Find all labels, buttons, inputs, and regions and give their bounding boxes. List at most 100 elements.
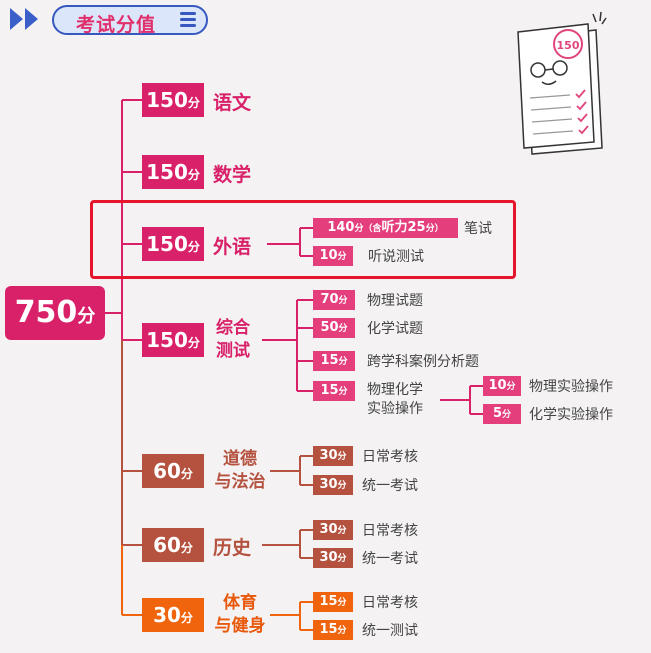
sub-label-written: 笔试: [464, 221, 492, 237]
sub-score-value: 10: [488, 378, 507, 393]
score-value: 150: [146, 160, 188, 184]
note-close: ）: [434, 224, 444, 234]
score-box-math: 150分: [142, 155, 204, 189]
chevron-right-icon: [10, 8, 23, 30]
total-score-box: 750分: [5, 286, 105, 340]
sub-label-daily-assessment: 日常考核: [362, 595, 418, 611]
sub-label-line2: 实验操作: [367, 401, 423, 417]
score-box-chinese: 150分: [142, 83, 204, 117]
score-unit: 分: [187, 168, 200, 182]
subject-name-line1: 综合: [216, 318, 250, 338]
sub-score-listening-speaking: 10分: [313, 246, 353, 266]
score-unit: 分: [180, 467, 193, 481]
sub-score-value: 30: [319, 448, 338, 463]
score-value: 150: [146, 232, 188, 256]
sub-label-listening-speaking: 听说测试: [368, 249, 424, 265]
sub-score-value: 5: [492, 406, 503, 421]
stamp-text: 150: [557, 39, 580, 52]
sub-score-value: 70: [320, 292, 339, 307]
sub-label-case-analysis: 跨学科案例分析题: [367, 354, 479, 370]
total-score-unit: 分: [77, 306, 96, 327]
subject-name-math: 数学: [213, 164, 252, 186]
score-unit: 分: [187, 240, 200, 254]
sub-score-value: 30: [319, 550, 338, 565]
sub-score-value: 10: [319, 248, 338, 263]
sub-score-daily-assessment: 15分: [313, 592, 353, 612]
sub-score-unit: 分: [338, 387, 348, 397]
score-value: 30: [153, 603, 181, 627]
sub-score-unit: 分: [337, 252, 347, 262]
sub-label-chemistry-experiment: 化学实验操作: [529, 407, 613, 423]
subject-name-line2: 测试: [216, 341, 250, 361]
sub-score-unified-exam: 30分: [313, 475, 353, 495]
sub-score-unit: 分: [337, 626, 347, 636]
sub-label-chemistry: 化学试题: [367, 321, 423, 337]
sub-score-chemistry: 50分: [313, 318, 355, 338]
score-unit: 分: [187, 336, 200, 350]
sub-score-value: 15: [319, 594, 338, 609]
score-box-physical-education: 30分: [142, 598, 204, 632]
sub-label-line1: 物理化学: [367, 382, 423, 398]
sub-score-experiment: 15分: [313, 381, 355, 401]
sub-score-unit: 分: [338, 296, 348, 306]
sub-label-daily-assessment: 日常考核: [362, 523, 418, 539]
sub-score-unit: 分: [502, 410, 512, 420]
menu-lines-icon: [180, 12, 196, 28]
sub-score-value: 50: [320, 320, 339, 335]
subject-name-line1: 道德: [223, 449, 257, 469]
score-box-history: 60分: [142, 528, 204, 562]
sub-score-daily-assessment: 30分: [313, 520, 353, 540]
sub-score-unified-exam: 30分: [313, 548, 353, 568]
note-text: 听力25: [381, 220, 426, 235]
sub-label-physics: 物理试题: [367, 293, 423, 309]
score-value: 150: [146, 328, 188, 352]
highlight-box: [90, 200, 516, 279]
subject-name-history: 历史: [213, 537, 252, 559]
sub-score-daily-assessment: 30分: [313, 446, 353, 466]
sub-score-unit: 分: [338, 324, 348, 334]
score-unit: 分: [180, 611, 193, 625]
subject-name-line1: 体育: [223, 593, 257, 613]
page-title: 考试分值: [76, 14, 157, 36]
sub-score-unified-test: 15分: [313, 620, 353, 640]
total-score: 750: [14, 295, 78, 330]
sub-label-daily-assessment: 日常考核: [362, 449, 418, 465]
note-open: （含: [363, 224, 382, 234]
sub-score-unit: 分: [337, 598, 347, 608]
subject-name-comprehensive: 综合测试: [211, 317, 255, 363]
score-box-foreign-language: 150分: [142, 227, 204, 261]
sub-score-unit: 分: [354, 224, 364, 234]
score-value: 60: [153, 459, 181, 483]
subject-name-line2: 与健身: [214, 616, 266, 636]
sub-label-physics-experiment: 物理实验操作: [529, 379, 613, 395]
score-value: 150: [146, 88, 188, 112]
subject-name-morality-law: 道德与法治: [211, 448, 269, 494]
score-unit: 分: [180, 541, 193, 555]
sub-score-case-analysis: 15分: [313, 351, 355, 371]
sub-label-unified-exam: 统一考试: [362, 478, 418, 494]
sub-label-experiment: 物理化学实验操作: [367, 381, 423, 419]
chevron-right-icon: [25, 8, 38, 30]
sub-score-unit: 分: [337, 481, 347, 491]
sub-score-value: 15: [319, 622, 338, 637]
score-box-morality-law: 60分: [142, 454, 204, 488]
subject-name-physical-education: 体育与健身: [211, 592, 269, 638]
subject-name-chinese: 语文: [213, 92, 252, 114]
sub-score-unit: 分: [337, 526, 347, 536]
sub-score-unit: 分: [338, 357, 348, 367]
sub-score-value: 30: [319, 522, 338, 537]
note-unit: 分: [425, 224, 435, 234]
sub-score-value: 15: [320, 383, 339, 398]
score-unit: 分: [187, 96, 200, 110]
sub-score-chemistry-experiment: 5分: [483, 404, 521, 424]
header-pill: 考试分值: [52, 5, 208, 36]
sub-score-unit: 分: [337, 554, 347, 564]
sub-score-physics-experiment: 10分: [483, 376, 521, 396]
score-value: 60: [153, 533, 181, 557]
sub-label-unified-test: 统一测试: [362, 623, 418, 639]
subject-name-line2: 与法治: [214, 472, 266, 492]
exam-paper-illustration: 150: [517, 11, 607, 155]
sub-score-value: 30: [319, 477, 338, 492]
subject-name-foreign-language: 外语: [213, 236, 252, 258]
